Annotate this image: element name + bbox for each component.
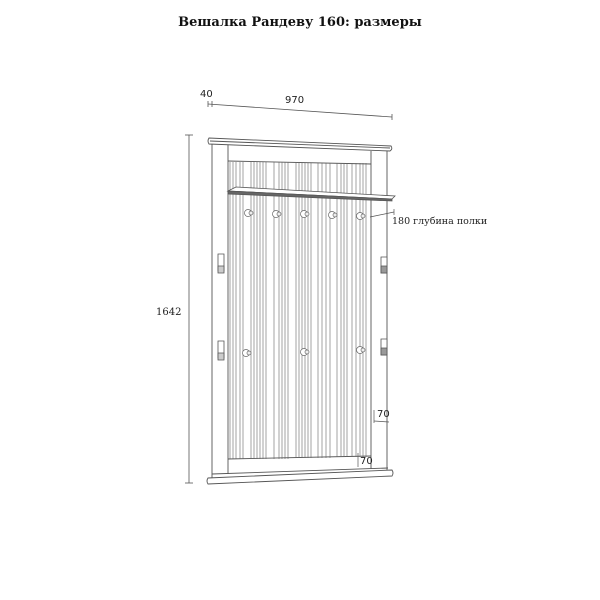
height-label: 1642	[156, 307, 182, 318]
frame	[211, 144, 388, 478]
top-hooks	[244, 209, 366, 220]
bottom-frame-label: 70	[360, 456, 373, 467]
bottom-plinth	[206, 467, 394, 485]
shelf-depth-leader	[369, 209, 395, 218]
shelf-depth-label: 180 глубина полки	[392, 216, 488, 227]
height-dimension-line	[185, 134, 193, 484]
middle-hooks	[242, 346, 366, 357]
side-hooks	[217, 253, 388, 361]
diagram-title: Вешалка Рандеву 160: размеры	[178, 15, 422, 30]
side-frame-label: 70	[377, 409, 390, 420]
top-cornice	[207, 137, 393, 152]
slats	[229, 162, 367, 459]
overhang-label: 40	[200, 89, 213, 100]
width-label: 970	[285, 95, 305, 106]
side-70-dimension	[373, 410, 390, 423]
width-dimension-line	[207, 101, 393, 120]
shelf	[226, 186, 396, 202]
